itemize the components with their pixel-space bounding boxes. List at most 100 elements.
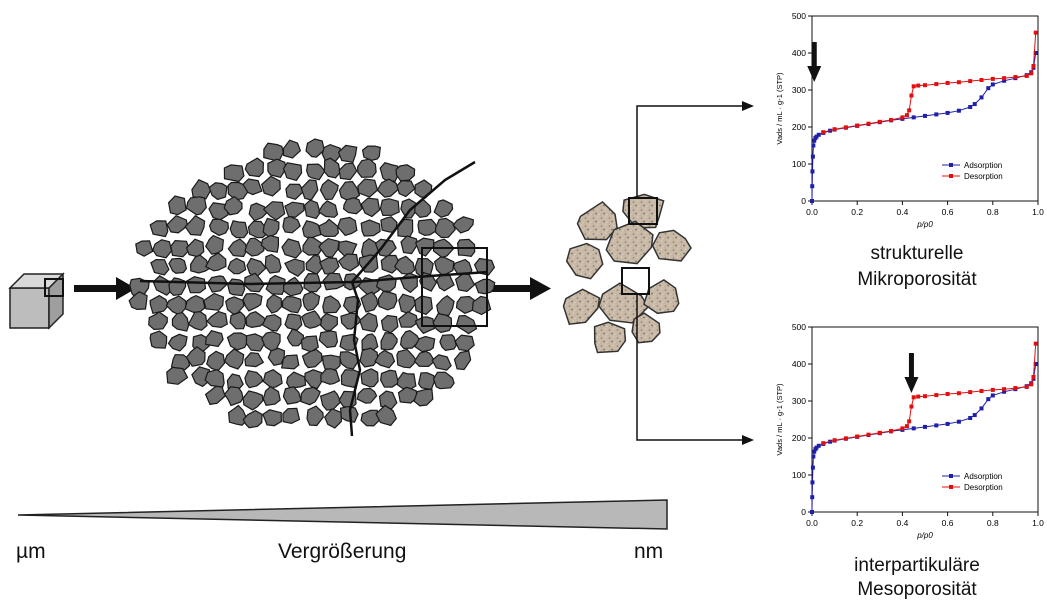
data-point — [1031, 374, 1036, 379]
grain — [285, 183, 305, 200]
data-point — [911, 426, 916, 431]
data-point — [816, 132, 821, 137]
arrow-cube-to-aggregate — [74, 277, 136, 300]
data-point — [900, 426, 905, 431]
grain — [167, 195, 187, 216]
grain — [264, 253, 282, 274]
grain — [244, 370, 264, 389]
grain — [303, 199, 321, 220]
grain — [380, 254, 401, 274]
grain — [244, 352, 265, 368]
data-point — [821, 130, 826, 135]
data-point — [956, 80, 961, 85]
particle — [576, 200, 618, 241]
grain — [223, 386, 244, 407]
grain — [319, 390, 342, 411]
grain — [338, 162, 358, 181]
grain — [360, 368, 379, 388]
y-tick-label: 200 — [792, 122, 806, 132]
particle — [562, 288, 601, 326]
grain — [432, 313, 453, 334]
grain — [375, 274, 397, 292]
caption-bottom-line1: interpartikuläre — [854, 555, 980, 576]
grain — [361, 145, 381, 162]
data-point — [1024, 73, 1029, 78]
data-point — [877, 430, 882, 435]
grain — [262, 409, 283, 427]
x-tick-label: 1.0 — [1032, 207, 1044, 217]
grain — [413, 388, 434, 407]
data-point — [979, 95, 984, 100]
data-point — [1002, 78, 1007, 83]
legend-label: Desorption — [964, 483, 1003, 492]
grain — [171, 311, 190, 332]
data-point — [979, 406, 984, 411]
x-tick-label: 0.4 — [896, 518, 908, 528]
data-point — [1033, 51, 1038, 55]
data-point — [968, 416, 973, 421]
magnification-wedge — [17, 499, 668, 530]
grain — [282, 386, 302, 405]
data-point — [968, 105, 973, 110]
grain — [150, 258, 170, 276]
crack-diagonal — [351, 160, 476, 283]
data-point — [934, 82, 939, 87]
grain — [360, 291, 379, 313]
grain — [319, 257, 340, 275]
cube-zoom-box — [44, 278, 64, 297]
grain — [229, 311, 247, 330]
data-point — [821, 441, 826, 446]
grain — [242, 409, 263, 429]
grain — [208, 182, 228, 201]
data-point — [866, 121, 871, 126]
grain — [342, 197, 363, 215]
grain — [285, 371, 307, 389]
grain — [204, 252, 227, 272]
grain — [185, 276, 207, 294]
caption-top-line1: strukturelle — [870, 243, 964, 264]
particle-zoom-box-top — [628, 197, 658, 225]
grain — [357, 178, 379, 198]
data-point — [1002, 76, 1007, 81]
y-tick-label: 0 — [801, 507, 806, 517]
grain — [379, 198, 400, 217]
data-point — [810, 154, 815, 159]
grain — [414, 198, 432, 219]
y-tick-label: 500 — [792, 322, 806, 332]
grain — [262, 369, 283, 389]
grain — [302, 236, 324, 256]
grain — [414, 295, 433, 316]
grain — [379, 369, 400, 388]
data-point — [810, 465, 815, 470]
data-point — [945, 421, 950, 426]
grain — [436, 295, 455, 317]
legend-marker — [949, 474, 953, 478]
grain — [185, 346, 206, 367]
grain — [380, 216, 398, 234]
data-point — [810, 495, 815, 500]
data-point — [923, 394, 927, 399]
arrow-aggregate-to-particles — [492, 277, 551, 300]
grain — [374, 349, 396, 369]
grain — [244, 237, 265, 257]
grain — [208, 218, 230, 237]
grain — [223, 195, 243, 216]
connector-to-top-chart — [636, 101, 754, 198]
y-tick-label: 100 — [792, 159, 806, 169]
grain — [323, 408, 343, 429]
grain — [265, 274, 286, 296]
data-point — [956, 108, 961, 113]
grain — [319, 313, 338, 331]
x-tick-label: 0.8 — [987, 518, 999, 528]
grain — [187, 310, 208, 331]
grain — [135, 240, 154, 257]
grain — [225, 296, 245, 315]
data-point — [934, 423, 939, 428]
y-tick-label: 200 — [792, 433, 806, 443]
grain — [282, 139, 302, 159]
data-point — [1013, 75, 1018, 80]
grain — [473, 257, 496, 276]
scale-label-magnification: Vergrößerung — [278, 540, 407, 563]
data-point — [909, 404, 914, 409]
grain — [286, 328, 305, 347]
